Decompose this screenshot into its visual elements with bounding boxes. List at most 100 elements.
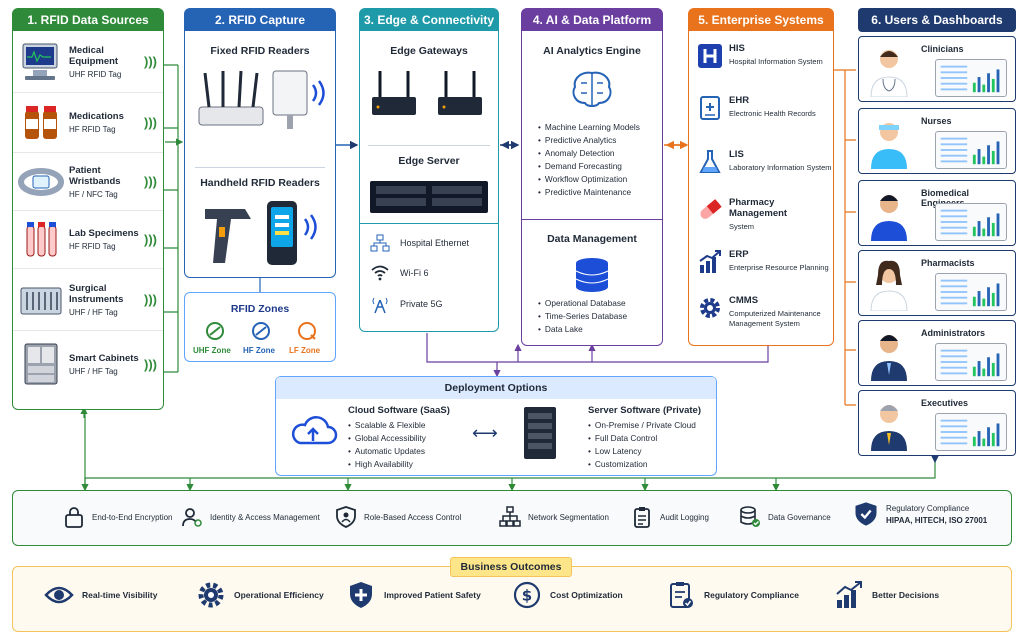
rfid-zones-panel: RFID Zones UHF Zone HF Zone LF Zone: [184, 292, 336, 362]
panel-title: 4. AI & Data Platform: [522, 9, 662, 31]
list-item: Machine Learning Models: [538, 121, 640, 134]
network-label: Hospital Ethernet: [400, 238, 470, 248]
medical-monitor-icon: [22, 43, 58, 80]
dashboard-thumbnail: [935, 59, 1007, 97]
database-check-icon: [740, 506, 760, 527]
medication-bottles-icon: [25, 105, 57, 139]
system-name: Pharmacy Management: [729, 197, 788, 219]
rfid-signal-icon: ))): [144, 174, 157, 189]
eye-icon: [44, 586, 74, 604]
bidirectional-arrow-icon: ⟷: [472, 423, 498, 443]
list-item: Anomaly Detection: [538, 147, 640, 160]
list-item: Operational Database: [538, 297, 627, 310]
outcome-efficiency: Operational Efficiency: [196, 580, 324, 610]
users-dashboards-title: 6. Users & Dashboards: [858, 8, 1016, 32]
wristband-icon: [18, 167, 64, 196]
outcome-decisions: Better Decisions: [834, 580, 939, 610]
handheld-reader-icon: [205, 201, 317, 265]
engineer-avatar-icon: [871, 195, 907, 241]
dashboard-chart-icon: [940, 349, 1000, 377]
system-name: HIS: [729, 43, 745, 54]
data-management-label: Data Management: [547, 233, 637, 245]
user-role: Pharmacists: [921, 258, 975, 268]
user-role: Clinicians: [921, 44, 964, 54]
security-label: Data Governance: [768, 512, 831, 522]
zone-label: LF Zone: [289, 346, 321, 355]
source-name: Lab Specimens: [69, 228, 139, 239]
fixed-reader-icon: [198, 70, 325, 129]
clipboard-icon: [634, 507, 650, 528]
security-rbac: Role-Based Access Control: [334, 505, 461, 529]
edge-gateways-label: Edge Gateways: [390, 45, 468, 57]
ai-capabilities-list: Machine Learning Models Predictive Analy…: [538, 121, 640, 199]
user-executives: Executives: [858, 390, 1016, 456]
source-tag: HF RFID Tag: [69, 125, 116, 134]
source-tag: HF RFID Tag: [69, 242, 116, 251]
dollar-icon: $: [513, 581, 541, 609]
list-item: Workflow Optimization: [538, 173, 640, 186]
list-item: Customization: [588, 458, 696, 471]
gear-icon: [700, 298, 720, 318]
source-name: Smart Cabinets: [69, 352, 139, 364]
outcome-label: Real-time Visibility: [82, 590, 158, 600]
outcome-patient-safety: Improved Patient Safety: [346, 580, 481, 610]
surgical-tray-icon: [20, 287, 62, 314]
system-desc: Computerized Maintenance Management Syst…: [729, 309, 821, 328]
server-title: Server Software (Private): [588, 405, 701, 416]
business-outcomes-title: Business Outcomes: [450, 557, 572, 577]
hf-zone-icon: [252, 322, 270, 340]
server-features-list: On-Premise / Private Cloud Full Data Con…: [588, 419, 696, 471]
list-item: Low Latency: [588, 445, 696, 458]
panel-title: 3. Edge & Connectivity: [360, 9, 498, 31]
nurse-avatar-icon: [871, 123, 907, 169]
rfid-signal-icon: ))): [144, 356, 157, 372]
fixed-readers-label: Fixed RFID Readers: [210, 45, 310, 57]
outcome-label: Operational Efficiency: [234, 590, 324, 600]
system-desc: System: [729, 222, 755, 231]
panel-title: 2. RFID Capture: [185, 9, 335, 31]
zone-label: UHF Zone: [193, 346, 231, 355]
dashboard-chart-icon: [940, 65, 1000, 93]
dashboard-thumbnail: [935, 343, 1007, 381]
deployment-title: Deployment Options: [276, 377, 716, 399]
pharmacist-avatar-icon: [870, 260, 908, 311]
cloud-features-list: Scalable & Flexible Global Accessibility…: [348, 419, 426, 471]
security-bar: [12, 490, 1012, 546]
outcome-label: Better Decisions: [872, 590, 940, 600]
network-hierarchy-icon: [499, 506, 521, 527]
source-tag: HF / NFC Tag: [69, 189, 118, 199]
security-iam: Identity & Access Management: [180, 505, 320, 529]
list-item: Predictive Maintenance: [538, 186, 640, 199]
handheld-readers-label: Handheld RFID Readers: [200, 177, 320, 189]
list-item: Full Data Control: [588, 432, 696, 445]
user-pharmacists: Pharmacists: [858, 250, 1016, 316]
outcome-label: Improved Patient Safety: [384, 590, 481, 600]
user-administrators: Administrators: [858, 320, 1016, 386]
panel-title: 1. RFID Data Sources: [13, 9, 163, 31]
source-name: Surgical Instruments: [69, 282, 124, 305]
health-record-icon: [700, 96, 720, 120]
user-biomedical-engineers: Biomedical Engineers: [858, 180, 1016, 246]
source-tag: UHF / HF Tag: [69, 366, 118, 376]
dashboard-thumbnail: [935, 273, 1007, 311]
dashboard-thumbnail: [935, 203, 1007, 241]
brain-icon: [572, 71, 612, 107]
lf-zone-icon: [298, 322, 316, 340]
user-key-icon: [182, 508, 202, 527]
enterprise-his: HIS Hospital Information System: [697, 43, 823, 69]
list-item: High Availability: [348, 458, 426, 471]
list-item: Data Lake: [538, 323, 627, 336]
network-label: Wi-Fi 6: [400, 268, 429, 278]
database-icon: [575, 258, 609, 292]
system-desc: Hospital Information System: [729, 57, 823, 66]
dashboard-chart-icon: [940, 209, 1000, 237]
zones-title: RFID Zones: [230, 303, 290, 315]
rfid-signal-icon: ))): [144, 292, 157, 307]
